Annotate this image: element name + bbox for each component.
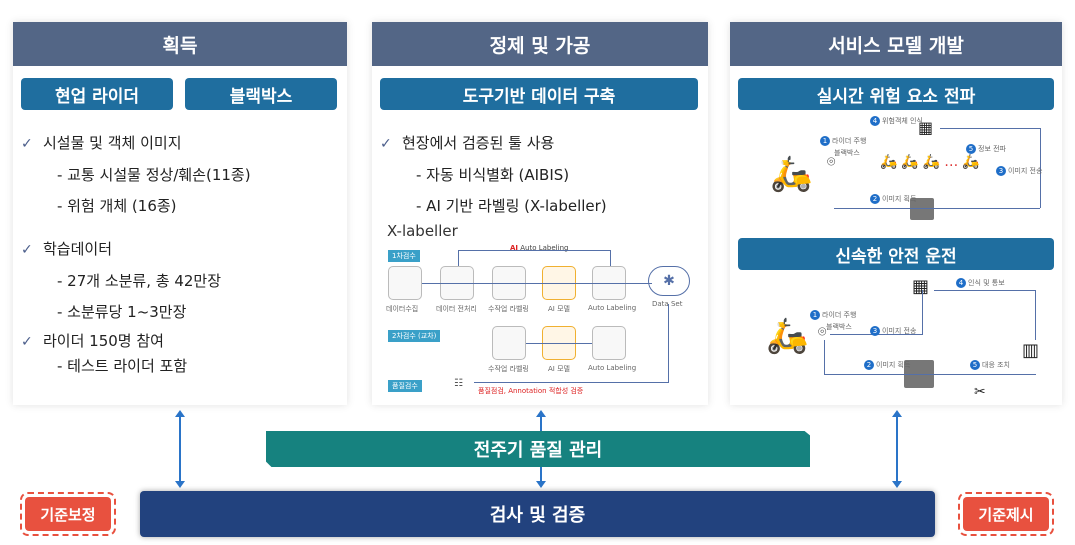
node-label: AI 모델: [548, 365, 570, 373]
node-label: Auto Labeling: [588, 364, 637, 372]
quick-safe-driving-button: 신속한 안전 운전: [738, 238, 1054, 270]
dataset-label: Data Set: [652, 300, 683, 308]
list-item: - 교통 시설물 정상/훼손(11종): [57, 166, 251, 184]
list-item: - 27개 소분류, 총 42만장: [57, 272, 222, 290]
check-icon: ✓: [21, 136, 33, 152]
stage3-tag: 품질검수: [388, 380, 422, 392]
list-item: - 테스트 라이더 포함: [57, 357, 188, 375]
check-icon: ✓: [21, 334, 33, 350]
stage1-tag: 1차검수: [388, 250, 420, 262]
step-label: 블랙박스: [826, 323, 852, 331]
refine-list: ✓현장에서 검증된 툴 사용 - 자동 비식별화 (AIBIS) - AI 기반…: [380, 128, 607, 222]
refine-panel: 정제 및 가공 도구기반 데이터 구축 ✓현장에서 검증된 툴 사용 - 자동 …: [372, 22, 708, 405]
quality-note: 품질점검, Annotation 적합성 검증: [478, 387, 584, 395]
check-icon: ✓: [21, 242, 33, 258]
auto-labeling-icon: [592, 326, 626, 360]
panel-title: 획득: [13, 22, 347, 66]
tools-icon: ✂: [974, 384, 986, 400]
bidirectional-arrow: [175, 410, 185, 488]
camera-icon: ⌾: [827, 154, 836, 170]
check-icon: ✓: [380, 136, 392, 152]
node-label: Auto Labeling: [588, 304, 637, 312]
realtime-risk-button: 실시간 위험 요소 전파: [738, 78, 1054, 110]
scooter-rider-icon: 🛵: [766, 316, 809, 356]
panel-title: 정제 및 가공: [372, 22, 708, 66]
people-icon: ☷: [454, 378, 463, 389]
inspection-banner: 검사 및 검증: [140, 491, 935, 537]
xlabeller-diagram: X-labeller AI Auto Labeling 1차검수 데이터수집 데…: [372, 220, 708, 400]
riders-group-icon: 🛵🛵🛵…🛵: [880, 154, 984, 170]
auto-labeling-title: AI Auto Labeling: [510, 244, 569, 252]
blackbox-button: 블랙박스: [185, 78, 337, 110]
building-icon: ▦: [912, 276, 930, 297]
list-item: ✓현장에서 검증된 툴 사용: [380, 128, 607, 160]
bidirectional-arrow: [892, 410, 902, 488]
list-item: - 소분류당 1~3만장: [57, 303, 187, 321]
tool-based-build-button: 도구기반 데이터 구축: [380, 78, 698, 110]
office-building-icon: ▥: [1022, 340, 1040, 361]
list-item: - 자동 비식별화 (AIBIS): [416, 166, 570, 184]
list-item: ✓시설물 및 객체 이미지: [21, 128, 251, 160]
acquire-panel: 획득 현업 라이더 블랙박스 ✓시설물 및 객체 이미지 - 교통 시설물 정상…: [13, 22, 347, 405]
xlabeller-logo: X-labeller: [387, 222, 458, 240]
manual-label-icon: [492, 326, 526, 360]
image-icon: [910, 198, 934, 220]
node-label: 수작업 라벨링: [488, 365, 529, 373]
step-label: 블랙박스: [834, 149, 860, 157]
standard-calibration-badge: 기준보정: [20, 492, 116, 536]
data-collect-icon: [388, 266, 422, 300]
scooter-rider-icon: 🛵: [770, 154, 813, 194]
list-item: ✓학습데이터: [21, 234, 251, 266]
building-icon: ▦: [918, 118, 934, 137]
cloud-dataset-icon: ✱: [648, 266, 690, 296]
standard-proposal-badge: 기준제시: [958, 492, 1054, 536]
lifecycle-quality-banner: 전주기 품질 관리: [266, 431, 810, 467]
field-rider-button: 현업 라이더: [21, 78, 173, 110]
list-item: - AI 기반 라벨링 (X-labeller): [416, 197, 607, 215]
node-label: 데이터 전처리: [436, 305, 477, 313]
list-item: ✓라이더 150명 참여: [21, 328, 251, 355]
acquire-list: ✓시설물 및 객체 이미지 - 교통 시설물 정상/훼손(11종) - 위험 개…: [21, 128, 251, 377]
list-item: - 위험 개체 (16종): [57, 197, 177, 215]
node-label: AI 모델: [548, 305, 570, 313]
node-label: 수작업 라벨링: [488, 305, 529, 313]
node-label: 데이터수집: [386, 305, 419, 313]
camera-icon: ⌾: [818, 324, 827, 340]
stage2-tag: 2차검수 (교차): [388, 330, 441, 342]
panel-title: 서비스 모델 개발: [730, 22, 1062, 66]
